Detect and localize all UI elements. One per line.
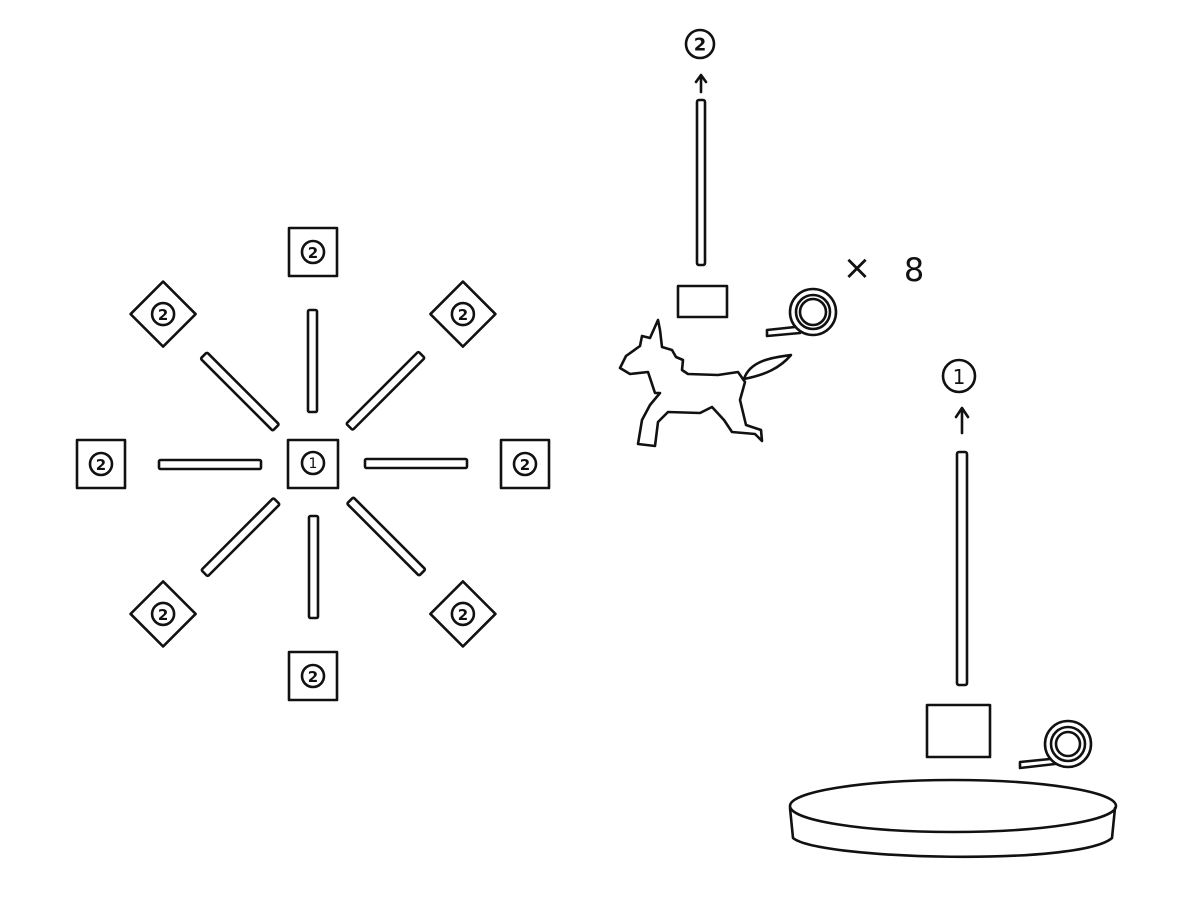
base-top-label-text: 1 xyxy=(953,365,966,389)
pole-icon xyxy=(695,98,707,267)
base-assembly: 1 xyxy=(788,358,1118,859)
spoke-bar-icon xyxy=(346,496,427,577)
arrow-up-icon xyxy=(694,73,708,94)
spoke-bar-icon xyxy=(157,458,263,471)
spoke-bar-icon xyxy=(345,350,426,431)
multiplier-count: 8 xyxy=(904,251,924,289)
tape-roll-icon xyxy=(765,287,838,338)
outer-part-box: 2 xyxy=(287,650,339,702)
outer-part-box: 2 xyxy=(75,438,127,490)
outer-part-box: 2 xyxy=(129,580,197,648)
outer-part-label: 2 xyxy=(458,606,468,624)
spoke-bar-icon xyxy=(307,514,320,620)
outer-part-box: 2 xyxy=(287,226,339,278)
outer-part-label: 2 xyxy=(458,306,468,324)
top-part-label-text: 2 xyxy=(694,35,707,56)
pole-icon xyxy=(955,450,969,687)
outer-part-label: 2 xyxy=(308,668,318,686)
center-hub: 1 xyxy=(286,438,340,490)
center-hub-label: 1 xyxy=(309,456,318,472)
outer-part-label: 2 xyxy=(520,456,530,474)
base-top-label: 1 xyxy=(941,358,977,394)
horse-icon xyxy=(618,318,793,448)
spoke-bar-icon xyxy=(363,457,469,470)
outer-part-label: 2 xyxy=(158,606,168,624)
outer-part-box: 2 xyxy=(429,580,497,648)
tape-roll-icon xyxy=(1018,719,1093,770)
spoke-bar-icon xyxy=(200,497,281,578)
spoke-bar-icon xyxy=(199,351,280,432)
star-assembly: 1 2 2 2 2 2 2 2 2 xyxy=(75,226,551,702)
spoke-bar-icon xyxy=(306,308,319,414)
connector-block-icon xyxy=(676,284,729,319)
multiplier-symbol: × xyxy=(843,248,872,288)
pole-assembly: 2 × 8 xyxy=(618,28,924,448)
outer-part-box: 2 xyxy=(429,280,497,348)
outer-part-label: 2 xyxy=(308,244,318,262)
top-part-label: 2 xyxy=(684,28,716,60)
outer-part-box: 2 xyxy=(129,280,197,348)
outer-part-box: 2 xyxy=(499,438,551,490)
arrow-up-icon xyxy=(954,406,970,435)
base-block-icon xyxy=(925,703,992,759)
platform-icon xyxy=(788,778,1118,859)
outer-part-label: 2 xyxy=(158,306,168,324)
outer-part-label: 2 xyxy=(96,456,106,474)
